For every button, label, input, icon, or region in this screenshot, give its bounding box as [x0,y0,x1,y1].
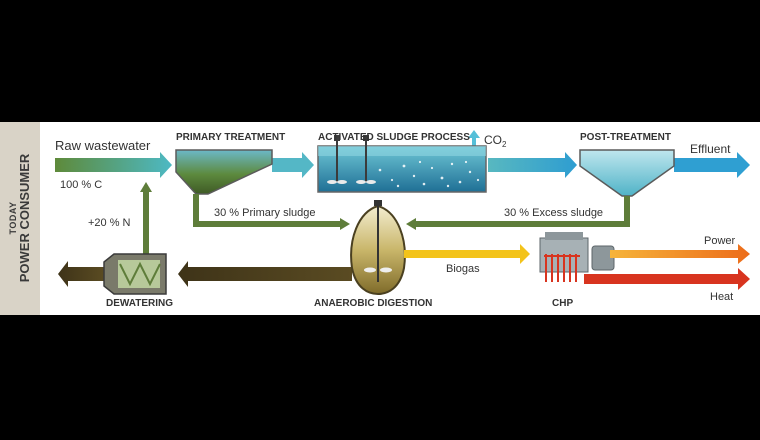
power-label: Power [704,235,736,247]
chp-unit [539,232,615,282]
activated-to-post-arrow [488,152,577,178]
anaerobic-digester [350,200,406,296]
nitrogen-percent-label: +20 % N [88,217,131,229]
co2-arrow [468,130,480,152]
excess-sludge-label: 30 % Excess sludge [504,207,603,219]
anaerobic-digestion-title: ANAEROBIC DIGESTION [314,298,432,309]
biogas-arrow [404,244,530,264]
primary-to-activated-arrow [272,152,314,178]
heat-arrow [584,268,750,290]
diagram-panel: TODAY POWER CONSUMER [0,122,760,315]
raw-wastewater-label: Raw wastewater [55,138,151,153]
primary-sludge-line [193,194,344,227]
chp-title: CHP [552,298,573,309]
excess-sludge-line [412,196,630,227]
power-arrow [610,244,750,264]
process-diagram: Raw wastewater 100 % C +20 % N PRIMARY T… [55,130,750,309]
heat-label: Heat [710,291,733,303]
activated-sludge-tank [317,135,487,193]
co2-label: CO2 [484,133,507,149]
dewatering-output-arrow [58,261,104,287]
post-treatment-title: POST-TREATMENT [580,132,671,143]
primary-treatment-tank [175,149,273,195]
post-treatment-tank [579,149,675,197]
dewatering-title: DEWATERING [106,298,173,309]
dewatering-unit [103,253,167,295]
primary-sludge-label: 30 % Primary sludge [214,207,316,219]
digestate-arrow [178,261,352,287]
primary-treatment-title: PRIMARY TREATMENT [176,132,285,143]
effluent-arrow [674,152,750,178]
sidebar-label: TODAY POWER CONSUMER [0,122,40,315]
carbon-percent-label: 100 % C [60,179,102,191]
biogas-label: Biogas [446,263,480,275]
activated-sludge-title: ACTIVATED SLUDGE PROCESS [318,132,470,143]
effluent-label: Effluent [690,142,731,156]
raw-wastewater-arrow [55,152,172,178]
